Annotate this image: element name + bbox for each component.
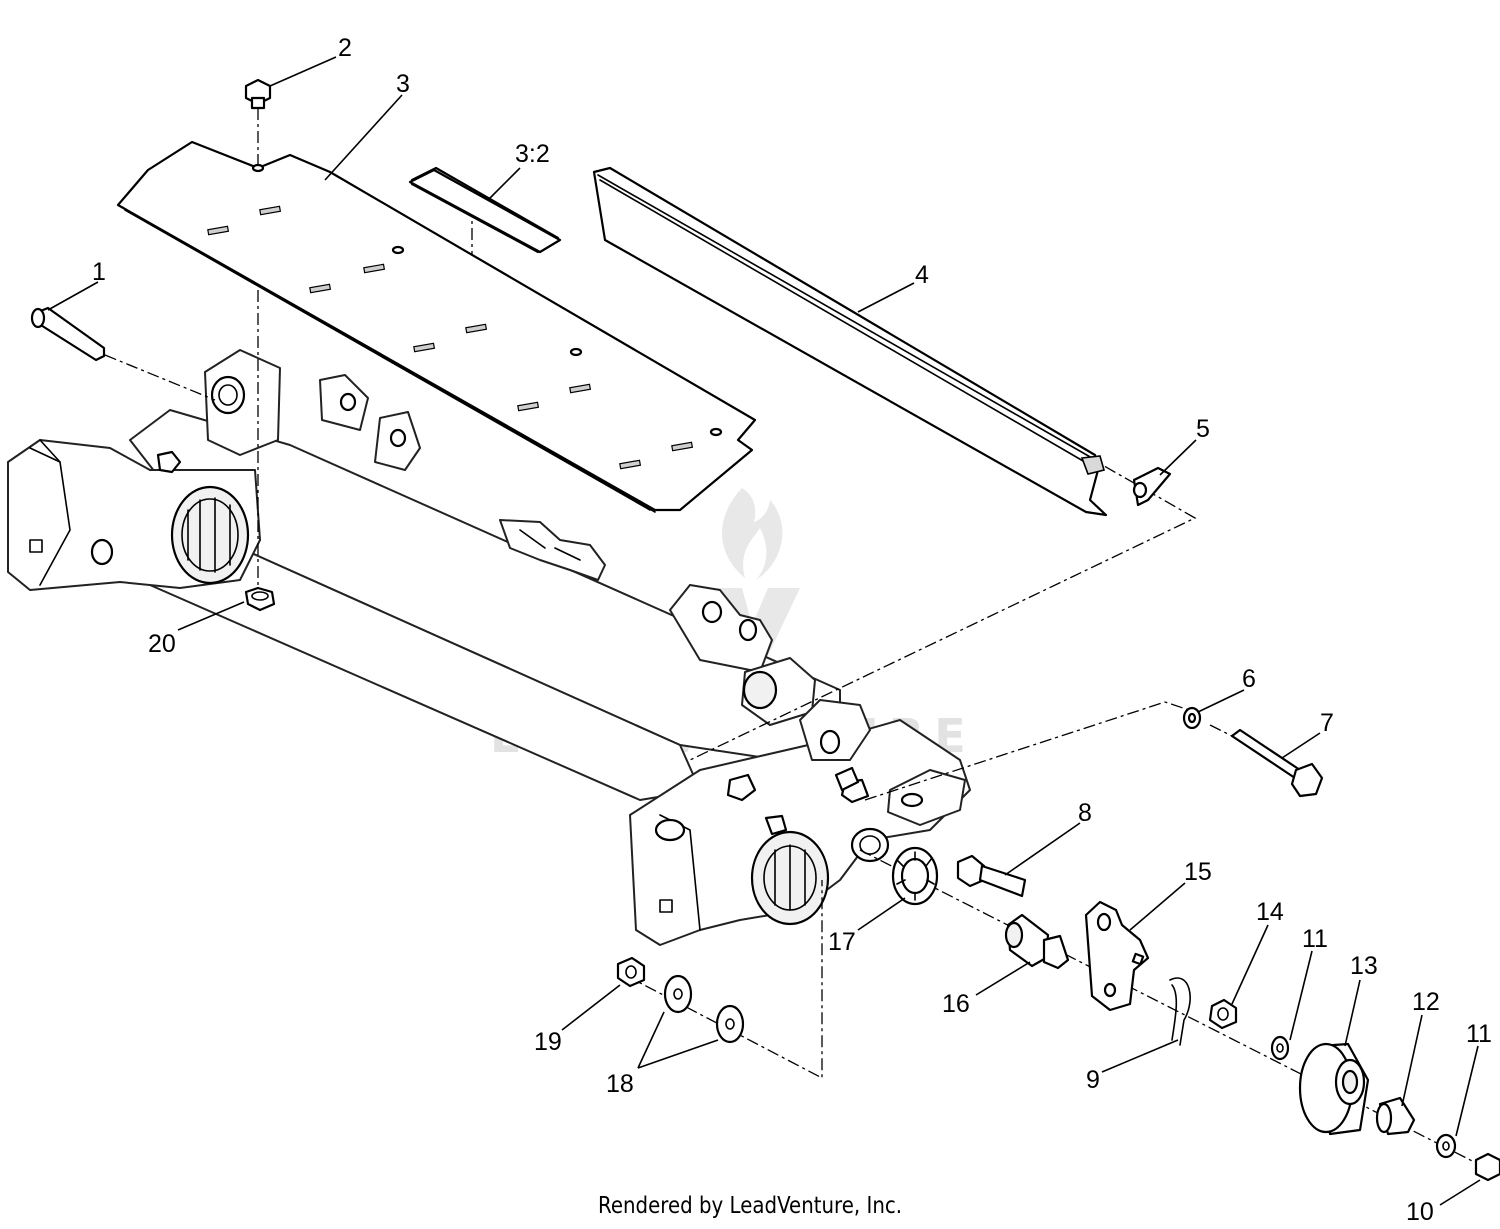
callout-17: 17 [828, 928, 856, 956]
part-6-washer [1182, 706, 1202, 730]
part-14-nut [1208, 998, 1238, 1030]
part-3-2-decal [408, 166, 562, 254]
part-12-spacer [1375, 1096, 1416, 1136]
callout-12: 12 [1412, 988, 1440, 1016]
callout-18: 18 [606, 1070, 634, 1098]
assembly-lines [104, 108, 1491, 1171]
part-3-plate [116, 140, 757, 513]
part-1-bolt [30, 306, 106, 362]
part-5-clip [1132, 466, 1172, 507]
part-13-roller [1298, 1042, 1370, 1136]
part-18-washers [663, 974, 745, 1044]
callout-11-b: 11 [1466, 1020, 1492, 1048]
part-20-nut [244, 586, 276, 612]
callout-9: 9 [1086, 1066, 1100, 1094]
callout-3: 3 [396, 70, 410, 98]
axle-frame [7, 349, 971, 946]
part-19-nut [616, 956, 646, 988]
callout-3-2: 3:2 [515, 140, 550, 168]
callout-11-a: 11 [1302, 925, 1328, 953]
callout-20: 20 [148, 630, 176, 658]
part-8-bolt [956, 854, 1027, 898]
callout-8: 8 [1078, 799, 1092, 827]
part-2-bolt [244, 78, 272, 110]
callout-2: 2 [338, 34, 352, 62]
part-17-lockwasher [891, 846, 939, 906]
part-9-pin [1169, 977, 1191, 1046]
part-16-stud [1004, 913, 1070, 970]
callout-19: 19 [534, 1028, 562, 1056]
part-4-channel [592, 166, 1108, 517]
part-15-bracket [1084, 900, 1150, 1012]
callout-14: 14 [1256, 898, 1284, 926]
callout-labels: 1 2 3 3:2 4 5 6 7 8 9 10 11 11 12 13 14 … [92, 34, 1492, 1226]
part-11-washer-a [1270, 1035, 1290, 1061]
callout-4: 4 [915, 261, 929, 289]
callout-1: 1 [92, 258, 106, 286]
callout-16: 16 [942, 990, 970, 1018]
callout-5: 5 [1196, 415, 1210, 443]
callout-7: 7 [1320, 709, 1334, 737]
footer-credit: Rendered by LeadVenture, Inc. [598, 1193, 903, 1219]
callout-15: 15 [1184, 858, 1212, 886]
part-10-nut [1474, 1152, 1500, 1182]
callout-13: 13 [1350, 952, 1378, 980]
callout-6: 6 [1242, 665, 1256, 693]
part-7-bolt [1230, 728, 1324, 798]
callout-10: 10 [1406, 1198, 1434, 1226]
leader-lines [47, 56, 1481, 1206]
part-11-washer-b [1435, 1133, 1457, 1159]
